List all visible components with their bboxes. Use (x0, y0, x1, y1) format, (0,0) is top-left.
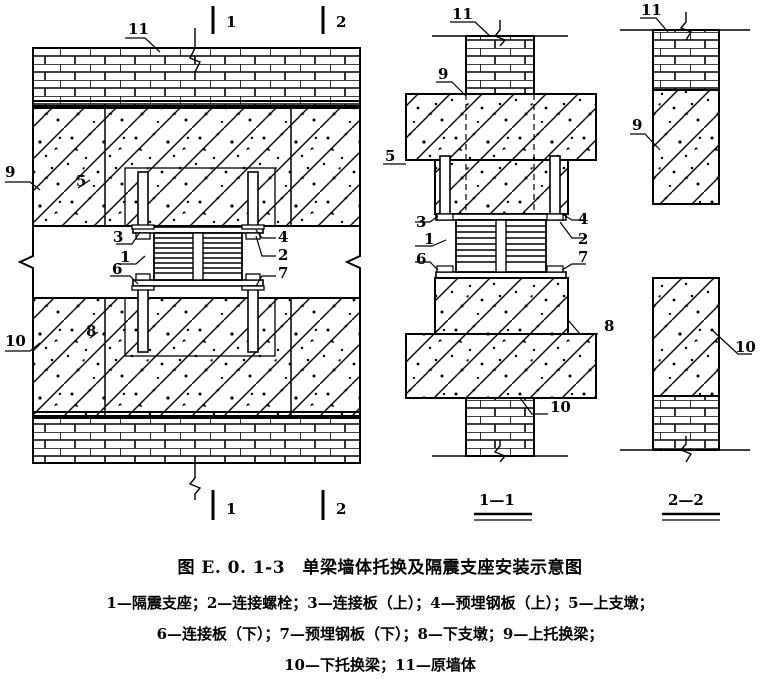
label-3-elev: 3 (113, 228, 123, 246)
section-1-1: 11 9 5 3 4 2 1 6 7 8 10 1—1 (383, 5, 614, 521)
label-4-elev: 4 (278, 228, 288, 246)
label-1-section1: 1 (424, 230, 434, 248)
section1-lower-wall (465, 397, 535, 457)
section-2-2: 11 9 10 2—2 (620, 1, 756, 521)
cut-label-2-top: 2 (336, 13, 346, 31)
label-5-section1: 5 (385, 147, 395, 165)
section1-upper-pier (434, 159, 569, 215)
legend-line-3: 10—下托换梁；11—原墙体 (284, 656, 476, 674)
label-6-elev: 6 (112, 260, 122, 278)
cut-label-1-top: 1 (226, 13, 236, 31)
label-11-section2: 11 (641, 1, 662, 19)
section1-upper-beam (405, 93, 597, 161)
label-9-elev: 9 (5, 163, 15, 181)
installation-diagram: 1 2 1 2 11 9 5 3 4 2 1 6 7 10 8 (5, 1, 756, 521)
upper-bolt-left (137, 171, 149, 228)
lower-original-wall (32, 417, 361, 464)
upper-bolt-right (247, 171, 259, 228)
label-8-section1: 8 (604, 317, 614, 335)
label-9-section1: 9 (438, 65, 448, 83)
lower-transfer-beam (32, 297, 361, 417)
upper-transfer-beam (32, 107, 361, 227)
label-10-elev: 10 (5, 332, 26, 350)
label-2-section1: 2 (578, 230, 588, 248)
lower-bolt-right (247, 285, 259, 353)
section-title-1-1: 1—1 (479, 491, 515, 509)
label-10-section1: 10 (550, 398, 571, 416)
section2-upper-beam (652, 89, 720, 205)
label-11-elev: 11 (128, 20, 149, 38)
label-7-section1: 7 (578, 248, 588, 266)
label-6-section1: 6 (416, 250, 426, 268)
label-2-elev: 2 (278, 246, 288, 264)
label-8-elev: 8 (86, 322, 96, 340)
isolation-bearing (153, 232, 243, 281)
section1-lower-beam (405, 333, 597, 399)
section1-upper-wall (465, 35, 535, 95)
legend-line-2: 6—连接板（下）；7—预埋钢板（下）；8—下支墩；9—上托换梁； (156, 625, 604, 643)
label-7-elev: 7 (278, 264, 288, 282)
lower-pier (124, 297, 276, 357)
label-3-section1: 3 (416, 213, 426, 231)
cut-label-2-bottom: 2 (336, 500, 346, 518)
elevation-view: 1 2 1 2 11 9 5 3 4 2 1 6 7 10 8 (5, 6, 361, 520)
lower-bolt-left (137, 285, 149, 353)
cut-label-1-bottom: 1 (226, 500, 236, 518)
label-5-elev: 5 (76, 172, 86, 190)
legend-line-1: 1—隔震支座；2—连接螺栓；3—连接板（上）；4—预埋钢板（上）；5—上支墩； (106, 594, 654, 612)
upper-pier (124, 167, 276, 227)
label-4-section1: 4 (578, 210, 588, 228)
label-9-section2: 9 (632, 116, 642, 134)
figure-caption: 图 E. 0. 1-3 单梁墙体托换及隔震支座安装示意图 (177, 558, 583, 578)
upper-original-wall (32, 47, 361, 107)
label-1-elev: 1 (120, 248, 130, 266)
label-10-section2: 10 (735, 338, 756, 356)
section1-bearing (455, 219, 547, 273)
section1-lower-pier (434, 277, 569, 335)
section2-lower-beam (652, 277, 720, 397)
section-title-2-2: 2—2 (668, 491, 704, 509)
label-11-section1: 11 (452, 5, 473, 23)
